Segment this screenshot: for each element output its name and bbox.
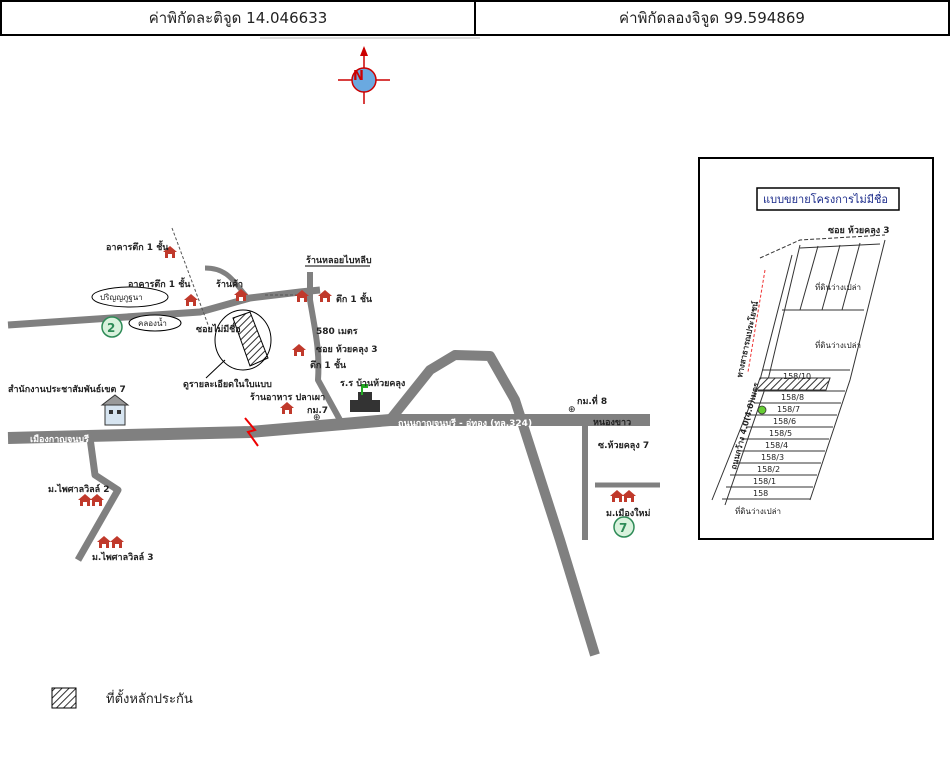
soi-huaykalong3-road	[307, 272, 343, 422]
house-icon	[622, 490, 636, 502]
house-icon	[610, 490, 624, 502]
label-side-road: ถนนกาญจนพิสิษฐ์ (สาย 81)	[509, 428, 521, 541]
label-kanchanaburi: เมืองกาญจนบุรี	[30, 433, 89, 445]
inset-soi-label: ซอย ห้วยคลุง 3	[828, 225, 890, 236]
label-soi-huaykalong3: ซอย ห้วยคลุง 3	[316, 344, 378, 355]
house-icon	[110, 536, 124, 548]
label-km8: กม.ที่ 8	[577, 394, 607, 407]
roads	[7, 265, 660, 657]
house-icon	[234, 289, 248, 301]
inset-marker-icon	[757, 405, 767, 415]
label-building-2: อาคารตึก 1 ชั้น	[128, 277, 191, 290]
inset-plot: 158/3	[761, 453, 784, 462]
label-building-1: อาคารตึก 1 ชั้น	[106, 240, 169, 253]
inset-plot: 158/1	[753, 477, 776, 486]
coordinate-bar: ค่าพิกัดละติจูด 14.046633 ค่าพิกัดลองจิจ…	[0, 0, 950, 36]
school-icon	[350, 384, 380, 412]
inset-plot: 158	[753, 489, 768, 498]
label-building-3: ตึก 1 ชั้น	[336, 292, 373, 305]
longitude-cell: ค่าพิกัดลองจิจูด 99.594869	[476, 0, 950, 36]
main-road	[7, 414, 650, 444]
route-marker-7: 7	[613, 516, 635, 538]
label-office: สำนักงานประชาสัมพันธ์เขต 7	[8, 383, 126, 395]
inset-collateral-plot	[755, 377, 831, 391]
inset-plot: 158/8	[781, 393, 804, 402]
label-restaurant: ร้านอาหาร ปลาเผา	[250, 392, 325, 403]
house-icon	[78, 494, 92, 506]
inset-plot: 158/10	[783, 372, 811, 381]
label-soi-huaykalong7: ซ.ห้วยคลุง 7	[598, 440, 649, 451]
label-village-3: ม.ไพศาลวิลล์ 3	[92, 551, 154, 563]
label-school: ร.ร บ้านห้วยคลุง	[340, 378, 405, 389]
svg-text:7: 7	[619, 521, 627, 535]
side-road	[386, 350, 600, 657]
break-mark	[244, 417, 259, 447]
upper-branch-road	[204, 265, 252, 302]
km-post-8-icon: ⊕	[568, 405, 576, 415]
svg-text:ที่ดินว่างเปล่า: ที่ดินว่างเปล่า	[815, 339, 861, 350]
legend-hatch-swatch	[51, 687, 77, 709]
house-icon	[280, 402, 294, 414]
compass-north: N	[353, 69, 364, 84]
house-icon	[90, 494, 104, 506]
label-main-road: ถนนกาญจนบุรี - อู่ทอง (ทล.324)	[398, 418, 532, 429]
label-nongkhao: หนองขาว	[593, 418, 631, 428]
inset-plot: 158/7	[777, 405, 800, 414]
label-detail-note: ดูรายละเอียดในใบแบบ	[183, 378, 272, 390]
inset-map: แบบขยายโครงการไม่มีชื่อ ซอย ห้วยคลุง 3 ท…	[698, 157, 934, 540]
compass-icon: N	[338, 46, 390, 104]
label-lottery: ร้านหลอยไบหลีบ	[306, 254, 372, 266]
label-shop: ร้านค้า	[216, 279, 243, 290]
latitude-cell: ค่าพิกัดละติจูด 14.046633	[0, 0, 476, 36]
label-building-4: ตึก 1 ชั้น	[310, 358, 347, 371]
house-icon	[97, 536, 111, 548]
label-soi-no-name: ซอยไม่มีชื่อ	[196, 322, 241, 335]
office-building-icon	[100, 394, 130, 426]
label-km7: กม.7	[307, 406, 328, 416]
collateral-location	[205, 309, 272, 379]
label-distance: 580 เมตร	[316, 327, 358, 337]
village-road	[74, 437, 122, 562]
svg-text:ที่ดินว่างเปล่า: ที่ดินว่างเปล่า	[815, 281, 861, 292]
legend-text: ที่ตั้งหลักประกัน	[106, 689, 193, 707]
house-icon	[292, 344, 306, 356]
inset-plot: 158/6	[773, 417, 796, 426]
inset-plot: 158/2	[757, 465, 780, 474]
inset-plot: 158/4	[765, 441, 788, 450]
inset-title: แบบขยายโครงการไม่มีชื่อ	[763, 191, 888, 206]
dashed-lane	[171, 227, 211, 331]
house-icon	[184, 294, 198, 306]
legend: ที่ตั้งหลักประกัน	[51, 687, 193, 709]
label-kanbon: คลองน้ำ	[138, 317, 167, 328]
route-marker-2: 2	[101, 316, 123, 338]
svg-text:2: 2	[107, 321, 115, 335]
label-village-2: ม.ไพศาลวิลล์ 2	[48, 483, 110, 495]
label-pakorn: ปริญญภูฐนา	[100, 293, 143, 303]
label-mueang-mai: ม.เมืองใหม่	[606, 507, 650, 519]
inset-plot: 158/5	[769, 429, 792, 438]
km-post-7-icon: ⊕	[313, 413, 321, 423]
svg-text:ที่ดินว่างเปล่า: ที่ดินว่างเปล่า	[735, 505, 781, 516]
